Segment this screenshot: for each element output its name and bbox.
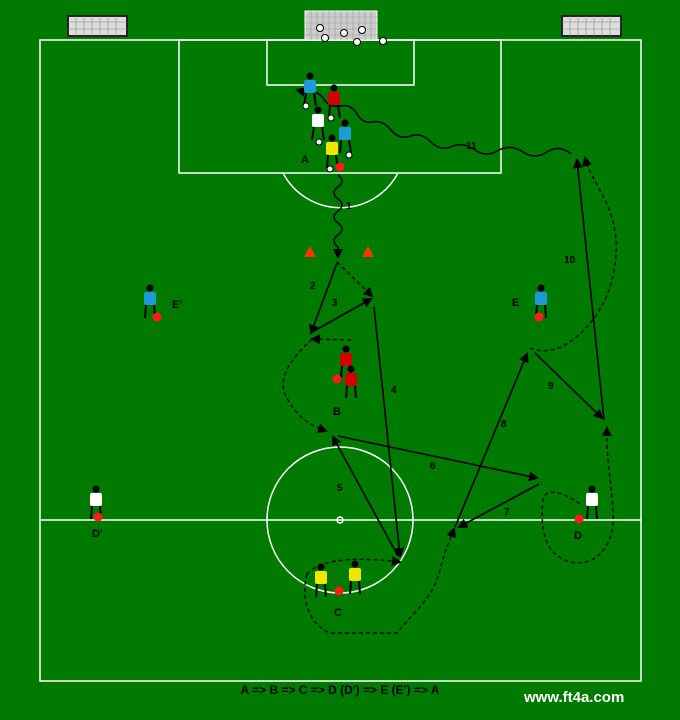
player-icon [535,284,547,319]
pass-arrow-5 [332,435,399,557]
ball-icon [345,151,353,159]
ball-icon [358,26,366,34]
run-arrow-to-cone-gap [336,261,374,298]
step-number: 8 [501,419,507,430]
ball-icon [332,374,342,384]
pass-arrow-10 [572,158,605,421]
run-arrow-b-top [310,334,352,345]
step-number: 5 [337,483,343,494]
ball-icon [93,512,103,522]
run-arrows [282,156,617,634]
pass-arrows [309,158,605,558]
ball-icon [534,312,544,322]
run-arrow-b [282,338,328,434]
pass-arrow-7 [457,483,540,528]
pass-arrow-9 [534,352,604,420]
step-number: 7 [504,507,510,518]
player-icon [349,560,361,595]
dribble-arrow-11 [295,87,572,157]
player-icon [339,119,352,154]
step-number: 11 [466,141,477,152]
small-goal-left [67,15,128,37]
player-icon [315,563,327,598]
step-number: 4 [391,385,397,396]
player-icon [586,485,598,520]
small-goal-right [561,15,622,37]
player-icon [303,72,317,107]
ball-icon [574,514,584,524]
step-numbers: 1 2 3 4 5 6 7 8 9 10 11 [310,141,576,518]
ball-icon [315,138,323,146]
ball-icon [335,162,345,172]
pass-arrow-8 [454,352,529,528]
label-b: B [333,406,341,418]
balls-in-goal [316,24,387,46]
goal-area [266,39,415,86]
run-arrow-c-top [306,556,402,575]
ball-icon [321,34,329,42]
step-number: 6 [430,461,436,472]
dribble-arrows [295,87,572,259]
dribble-arrow-1 [333,174,343,259]
ball-icon [353,38,361,46]
player-icon [90,485,102,520]
step-number: 1 [346,201,352,212]
step-number: 3 [332,298,338,309]
step-number: 2 [310,281,316,292]
center-spot [336,516,344,524]
ball-icon [302,102,310,110]
player-icon [328,84,341,119]
ball-icon [152,312,162,322]
run-arrow-e [529,156,617,352]
ball-icon [334,586,344,596]
ball-icon [316,24,324,32]
pass-arrow-4 [373,306,405,558]
label-d-prime: D' [92,528,103,540]
cone-icon [362,246,374,257]
ball-icon [327,114,335,122]
pass-arrow-6 [337,435,539,482]
label-c: C [334,607,342,619]
player-icon [345,365,357,399]
label-d: D [574,530,582,542]
step-number: 10 [564,255,576,266]
run-arrow-d [541,426,615,564]
label-e-prime: E' [172,299,182,311]
player-icon [311,106,325,141]
player-icon [326,134,339,169]
run-arrow-c [304,527,456,634]
station-labels: A B C D D' E E' [92,154,582,619]
ball-icon [340,29,348,37]
rotation-caption: A => B => C => D (D') => E (E') => A [240,683,440,697]
brand-watermark: www.ft4a.com [524,689,625,706]
main-goal [304,10,378,41]
ball-icon [379,37,387,45]
label-e: E [512,297,519,309]
ball-icon [326,165,334,173]
cone-icon [304,246,316,257]
players [90,72,598,598]
label-a: A [301,154,309,166]
player-icon [144,284,156,319]
step-number: 9 [548,381,554,392]
pass-arrow-3 [313,298,373,332]
pass-arrow-2 [309,262,338,335]
